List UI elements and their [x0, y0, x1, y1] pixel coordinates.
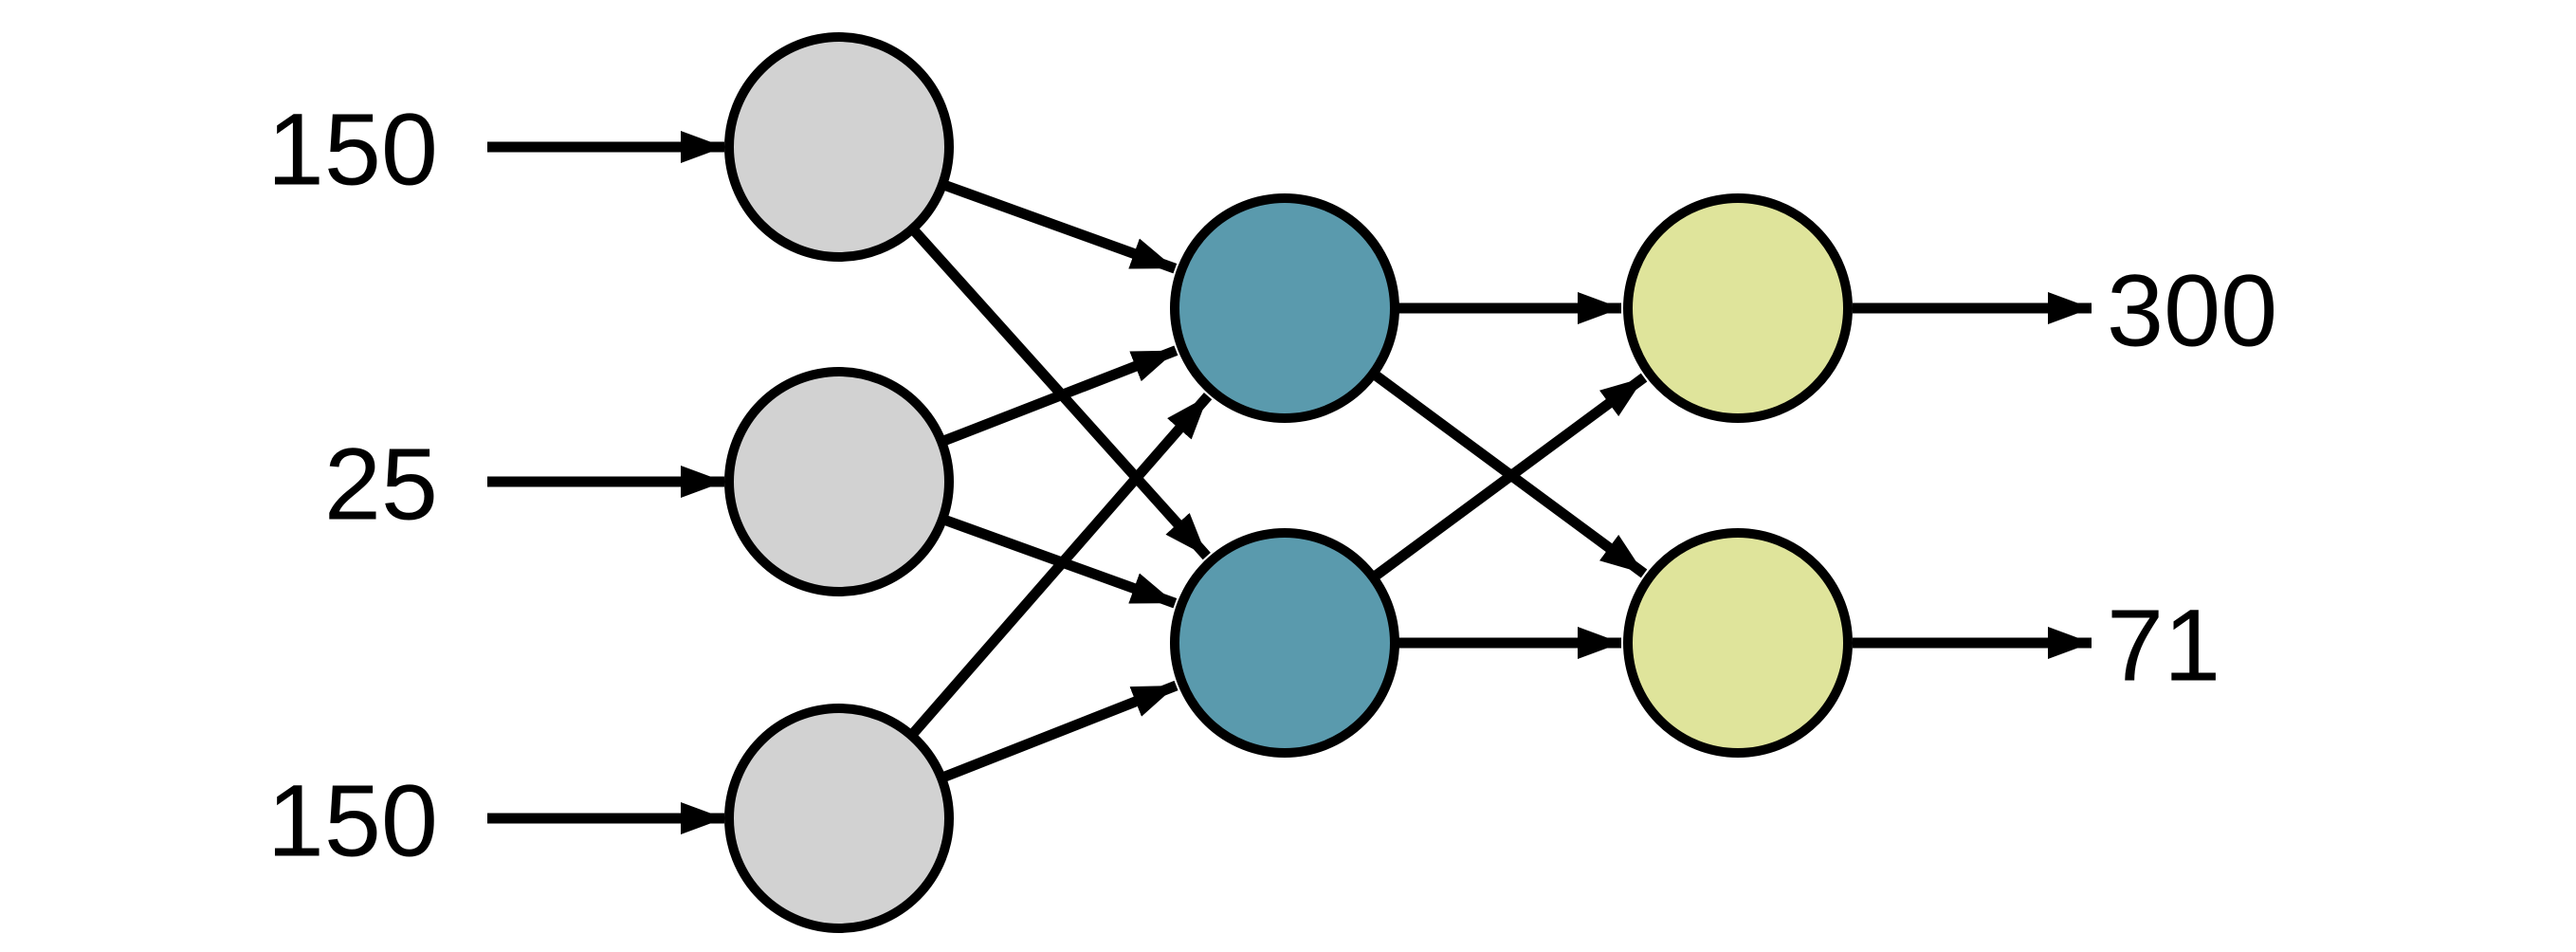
edge-input-3-to-hidden-2 [941, 680, 1178, 782]
input-layer [724, 32, 954, 933]
input-value-label-1: 150 [267, 92, 438, 207]
input-value-label-2: 25 [324, 427, 438, 541]
hidden-layer [1170, 193, 1399, 758]
edge-input-1-to-hidden-1 [942, 179, 1178, 274]
edge-input-2-to-hidden-1 [941, 345, 1178, 447]
edge-input-3-to-hidden-1 [908, 393, 1213, 738]
hidden-1-node [1170, 193, 1399, 423]
input-2-node [724, 367, 954, 596]
output-layer [1623, 193, 1853, 758]
edge-hidden-2-to-output-1 [1371, 373, 1648, 581]
input-value-label-3: 150 [267, 763, 438, 878]
input-1-node [724, 32, 954, 262]
hidden-2-node [1170, 528, 1399, 758]
output-2-node [1623, 528, 1853, 758]
output-1-node [1623, 193, 1853, 423]
output-value-label-1: 300 [2107, 253, 2277, 368]
output-value-label-2: 71 [2107, 588, 2220, 703]
input-3-node [724, 704, 954, 933]
